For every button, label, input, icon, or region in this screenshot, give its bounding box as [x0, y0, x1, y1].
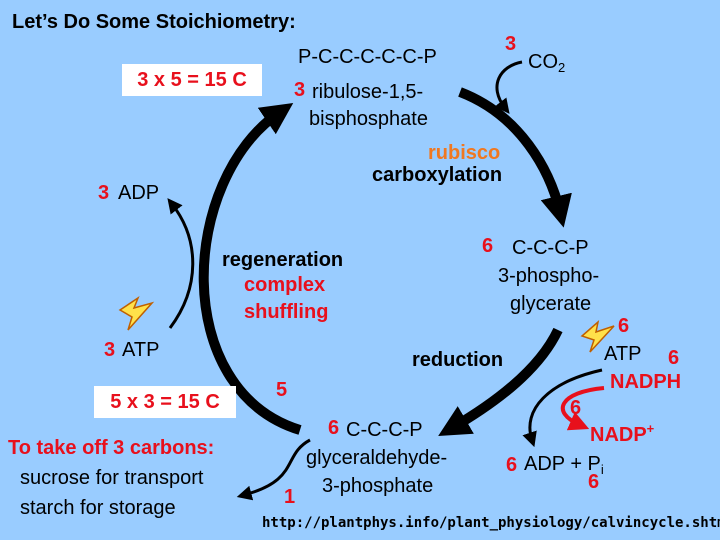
carboxylation-label: carboxylation	[372, 164, 503, 186]
rubisco-label: rubisco	[428, 142, 501, 164]
g3p-formula: C-C-C-P	[346, 419, 423, 441]
atp-to-adp-arrow	[522, 368, 603, 448]
atp-right-count: 6	[618, 315, 630, 337]
rubp-count: 3	[294, 79, 306, 101]
g3p-name-line1: glyceraldehyde-	[306, 447, 448, 469]
nadp-label: NADP+	[590, 422, 654, 445]
co2-subscript: 2	[558, 60, 566, 75]
nadp-superscript: +	[646, 421, 655, 436]
co2-label: CO2	[528, 52, 565, 74]
nadp-count: 6	[570, 397, 582, 419]
rubp-name-line1: ribulose-1,5-	[312, 81, 424, 103]
lightning-bolt-icon	[580, 319, 615, 353]
adp-right-text: ADP + P	[524, 453, 601, 475]
atp-left-count: 3	[104, 339, 116, 361]
regeneration-arrow	[198, 102, 302, 435]
export-sucrose: sucrose for transport	[20, 467, 204, 489]
export-count: 1	[284, 486, 296, 508]
nadp-text: NADP	[590, 424, 647, 446]
nadph-label: NADPH	[610, 371, 682, 393]
pi-count: 6	[588, 471, 600, 493]
g3p-name-line2: 3-phosphate	[322, 475, 434, 497]
export-heading: To take off 3 carbons:	[8, 437, 215, 459]
co2-text: CO	[528, 51, 558, 73]
export-arrow	[236, 438, 311, 501]
reduction-label: reduction	[412, 349, 504, 371]
pga-formula: C-C-C-P	[512, 237, 589, 259]
pga-name-line2: glycerate	[510, 293, 592, 315]
co2-entry-arrow	[494, 60, 523, 114]
nadph-count: 6	[668, 347, 680, 369]
complex-label: complex	[244, 274, 326, 296]
lightning-bolt-icon	[118, 296, 155, 331]
adp-left-count: 3	[98, 182, 110, 204]
atp-right-label: ATP	[604, 343, 642, 365]
co2-count: 3	[505, 33, 517, 55]
pga-name-line1: 3-phospho-	[498, 265, 600, 287]
reduction-arrow	[438, 327, 563, 437]
export-starch: starch for storage	[20, 497, 176, 519]
pga-count: 6	[482, 235, 494, 257]
bottom-carbon-box: 5 x 3 = 15 C	[94, 386, 236, 418]
rubp-formula: P-C-C-C-C-C-P	[298, 46, 437, 68]
pi-subscript: i	[600, 462, 604, 477]
shuffling-label: shuffling	[244, 301, 329, 323]
source-url: http://plantphys.info/plant_physiology/c…	[262, 515, 720, 531]
page-title: Let’s Do Some Stoichiometry:	[12, 11, 296, 33]
regeneration-label: regeneration	[222, 249, 344, 271]
carboxylation-arrow	[458, 87, 572, 228]
top-carbon-box: 3 x 5 = 15 C	[122, 64, 262, 96]
adp-left-label: ADP	[118, 182, 160, 204]
rubp-name-line2: bisphosphate	[309, 108, 428, 130]
return-count: 5	[276, 379, 288, 401]
g3p-count: 6	[328, 417, 340, 439]
atp-left-label: ATP	[122, 339, 160, 361]
nadph-to-nadp-arrow	[560, 386, 605, 431]
left-atp-adp-arrow	[167, 198, 195, 329]
adp-right-label: ADP + Pi	[524, 454, 604, 476]
adp-right-count: 6	[506, 454, 518, 476]
